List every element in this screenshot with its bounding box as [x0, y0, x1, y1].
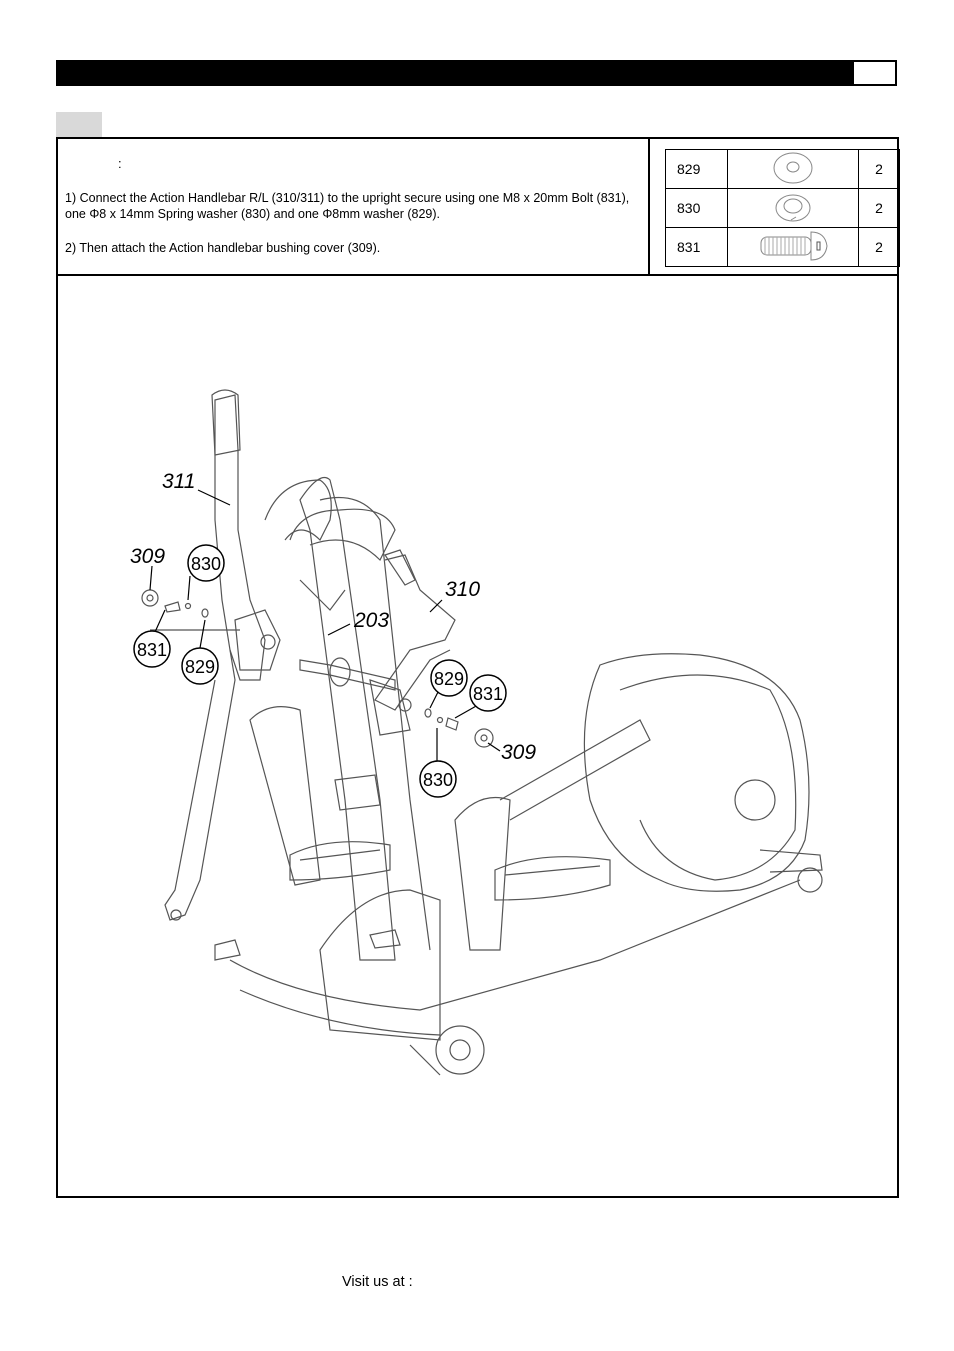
callout-830-left: 830 [191, 554, 221, 574]
bolt-icon [760, 230, 828, 261]
callout-309-left: 309 [130, 545, 165, 568]
step-tab [56, 112, 102, 138]
part-qty: 2 [858, 188, 900, 228]
spring-washer-icon [775, 194, 811, 221]
callout-831-right: 831 [473, 684, 503, 704]
instruction-heading-colon: : [118, 156, 122, 171]
part-image [727, 149, 859, 189]
right-handlebar [374, 554, 456, 711]
callout-829-left: 829 [185, 657, 215, 677]
header-bar [56, 60, 854, 86]
step-panel [56, 137, 899, 1198]
parts-row: 830 2 [665, 188, 900, 228]
callout-831-left: 831 [137, 640, 167, 660]
instruction-step-1: 1) Connect the Action Handlebar R/L (310… [65, 191, 630, 221]
front-wheel [435, 1025, 485, 1075]
instruction-row [56, 137, 899, 276]
part-image [727, 188, 859, 228]
parts-row: 829 2 [665, 149, 900, 189]
hardware-parts-table: 829 2 830 2 831 [665, 149, 900, 267]
part-qty: 2 [858, 149, 900, 189]
flywheel-hub [734, 779, 776, 821]
callout-829-right: 829 [434, 669, 464, 689]
right-pedal [494, 856, 611, 901]
part-number: 830 [665, 188, 728, 228]
part-image [727, 227, 859, 267]
part-number: 831 [665, 227, 728, 267]
part-number: 829 [665, 149, 728, 189]
parts-row: 831 2 [665, 227, 900, 267]
part-qty: 2 [858, 227, 900, 267]
callout-309-right: 309 [501, 741, 536, 764]
header-page-tab [854, 60, 897, 86]
callout-203: 203 [353, 609, 389, 632]
assembly-diagram: 311 309 830 831 829 203 310 829 831 309 … [130, 389, 823, 1076]
left-pedal [289, 841, 391, 881]
callout-830-right: 830 [423, 770, 453, 790]
instruction-step-2: 2) Then attach the Action handlebar bush… [65, 241, 381, 255]
flywheel-housing [583, 653, 810, 892]
footer-visit-text: Visit us at : [342, 1274, 413, 1290]
callout-310: 310 [445, 578, 480, 601]
flat-washer-icon [773, 152, 813, 183]
left-handlebar [214, 394, 266, 681]
upright [299, 476, 396, 961]
instruction-divider [648, 137, 650, 276]
callout-311: 311 [162, 470, 195, 493]
